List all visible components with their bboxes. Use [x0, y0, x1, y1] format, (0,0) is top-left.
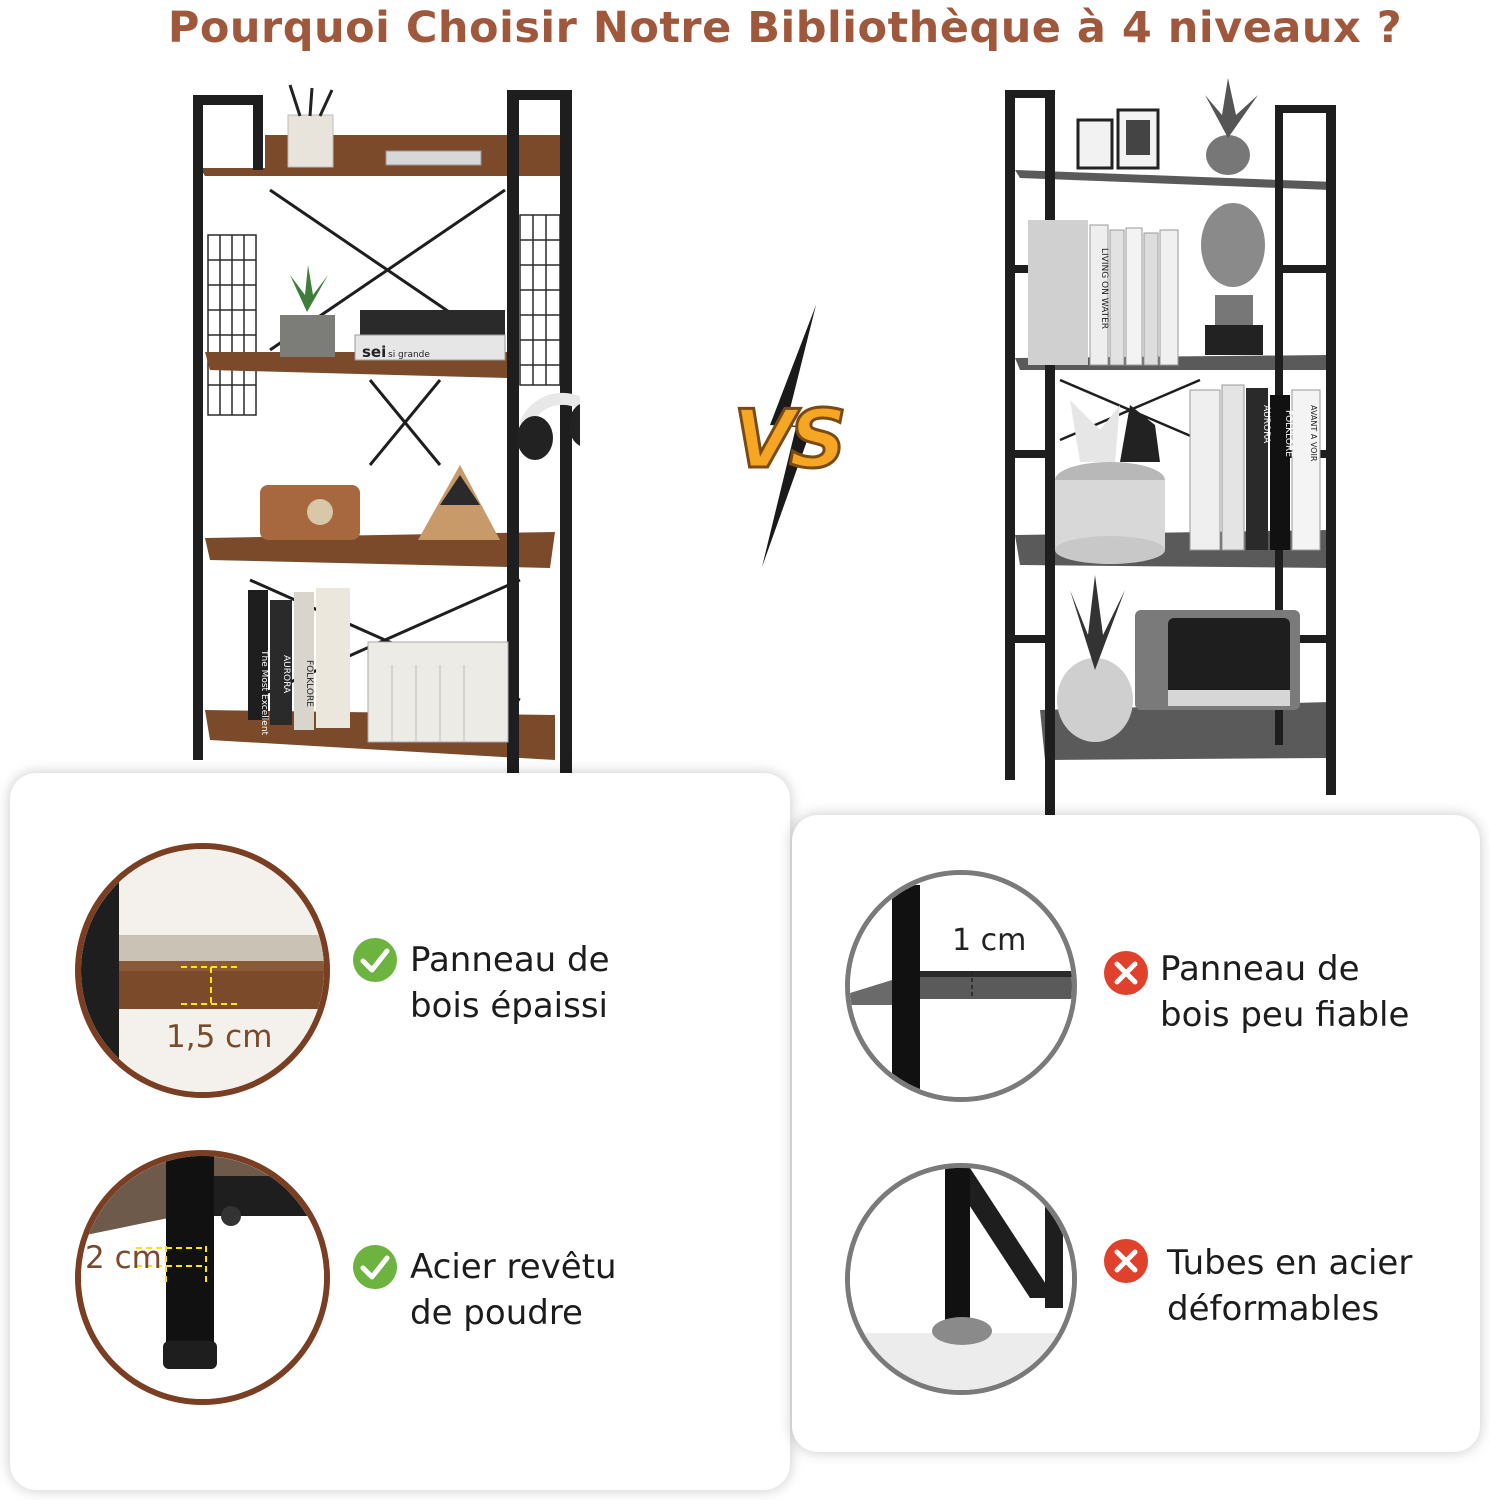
- thick-wood-panel-zoom: 1,5 cm: [75, 843, 330, 1098]
- feature-powder-coated-steel: Acier revêtu de poudre: [410, 1244, 617, 1336]
- book-label-si-grande: si grande: [388, 350, 430, 360]
- lightning-bolt-icon: [762, 305, 816, 567]
- book-label-sei: sei: [362, 343, 386, 361]
- measure-label-thick-panel: 1,5 cm: [166, 1019, 273, 1055]
- competitor-bookshelf-image: LIVING ON WATER AURORA FOLKLORE AVANT A …: [1005, 78, 1336, 815]
- book-spine-3: FOLKLORE: [304, 660, 314, 707]
- other-book-spine-4: AVANT A VOIR: [1309, 405, 1318, 462]
- measure-label-thin-panel: 1 cm: [952, 923, 1027, 958]
- cross-icon: [1104, 1239, 1148, 1283]
- feature-line-2: bois peu fiable: [1160, 995, 1410, 1035]
- feature-deformable-steel-tubes: Tubes en acier déformables: [1167, 1240, 1412, 1332]
- feature-line-1: Tubes en acier: [1167, 1243, 1413, 1283]
- other-book-spine-3: FOLKLORE: [1283, 410, 1293, 457]
- page-title: Pourquoi Choisir Notre Bibliothèque à 4 …: [167, 3, 1403, 53]
- book-spine-1: The Most Excellent: [259, 649, 269, 736]
- feature-line-1: Panneau de: [410, 940, 610, 980]
- feature-unreliable-wood-panel: Panneau de bois peu fiable: [1160, 946, 1409, 1038]
- thin-wood-panel-zoom: 1 cm: [845, 870, 1077, 1102]
- check-icon: [353, 1245, 397, 1289]
- feature-thick-wood-panel: Panneau de bois épaissi: [410, 937, 610, 1029]
- feature-line-1: Acier revêtu: [410, 1247, 617, 1287]
- vs-badge: VS: [732, 305, 851, 567]
- check-icon: [353, 938, 397, 982]
- deformable-tubes-zoom: [845, 1163, 1077, 1395]
- our-bookshelf-image: sei si grande The Most Excellent AURORA …: [193, 84, 580, 775]
- measure-label-steel-tube: 2 cm: [85, 1240, 162, 1276]
- feature-line-2: bois épaissi: [410, 986, 609, 1026]
- other-book-spine-1: LIVING ON WATER: [1099, 248, 1109, 329]
- feature-line-2: de poudre: [410, 1293, 583, 1333]
- powder-coated-steel-zoom: 2 cm: [75, 1150, 330, 1405]
- book-spine-2: AURORA: [281, 655, 291, 694]
- feature-line-2: déformables: [1167, 1289, 1380, 1329]
- feature-line-1: Panneau de: [1160, 949, 1360, 989]
- cross-icon: [1104, 951, 1148, 995]
- other-book-spine-2: AURORA: [1261, 405, 1271, 444]
- vs-label: VS: [733, 393, 843, 486]
